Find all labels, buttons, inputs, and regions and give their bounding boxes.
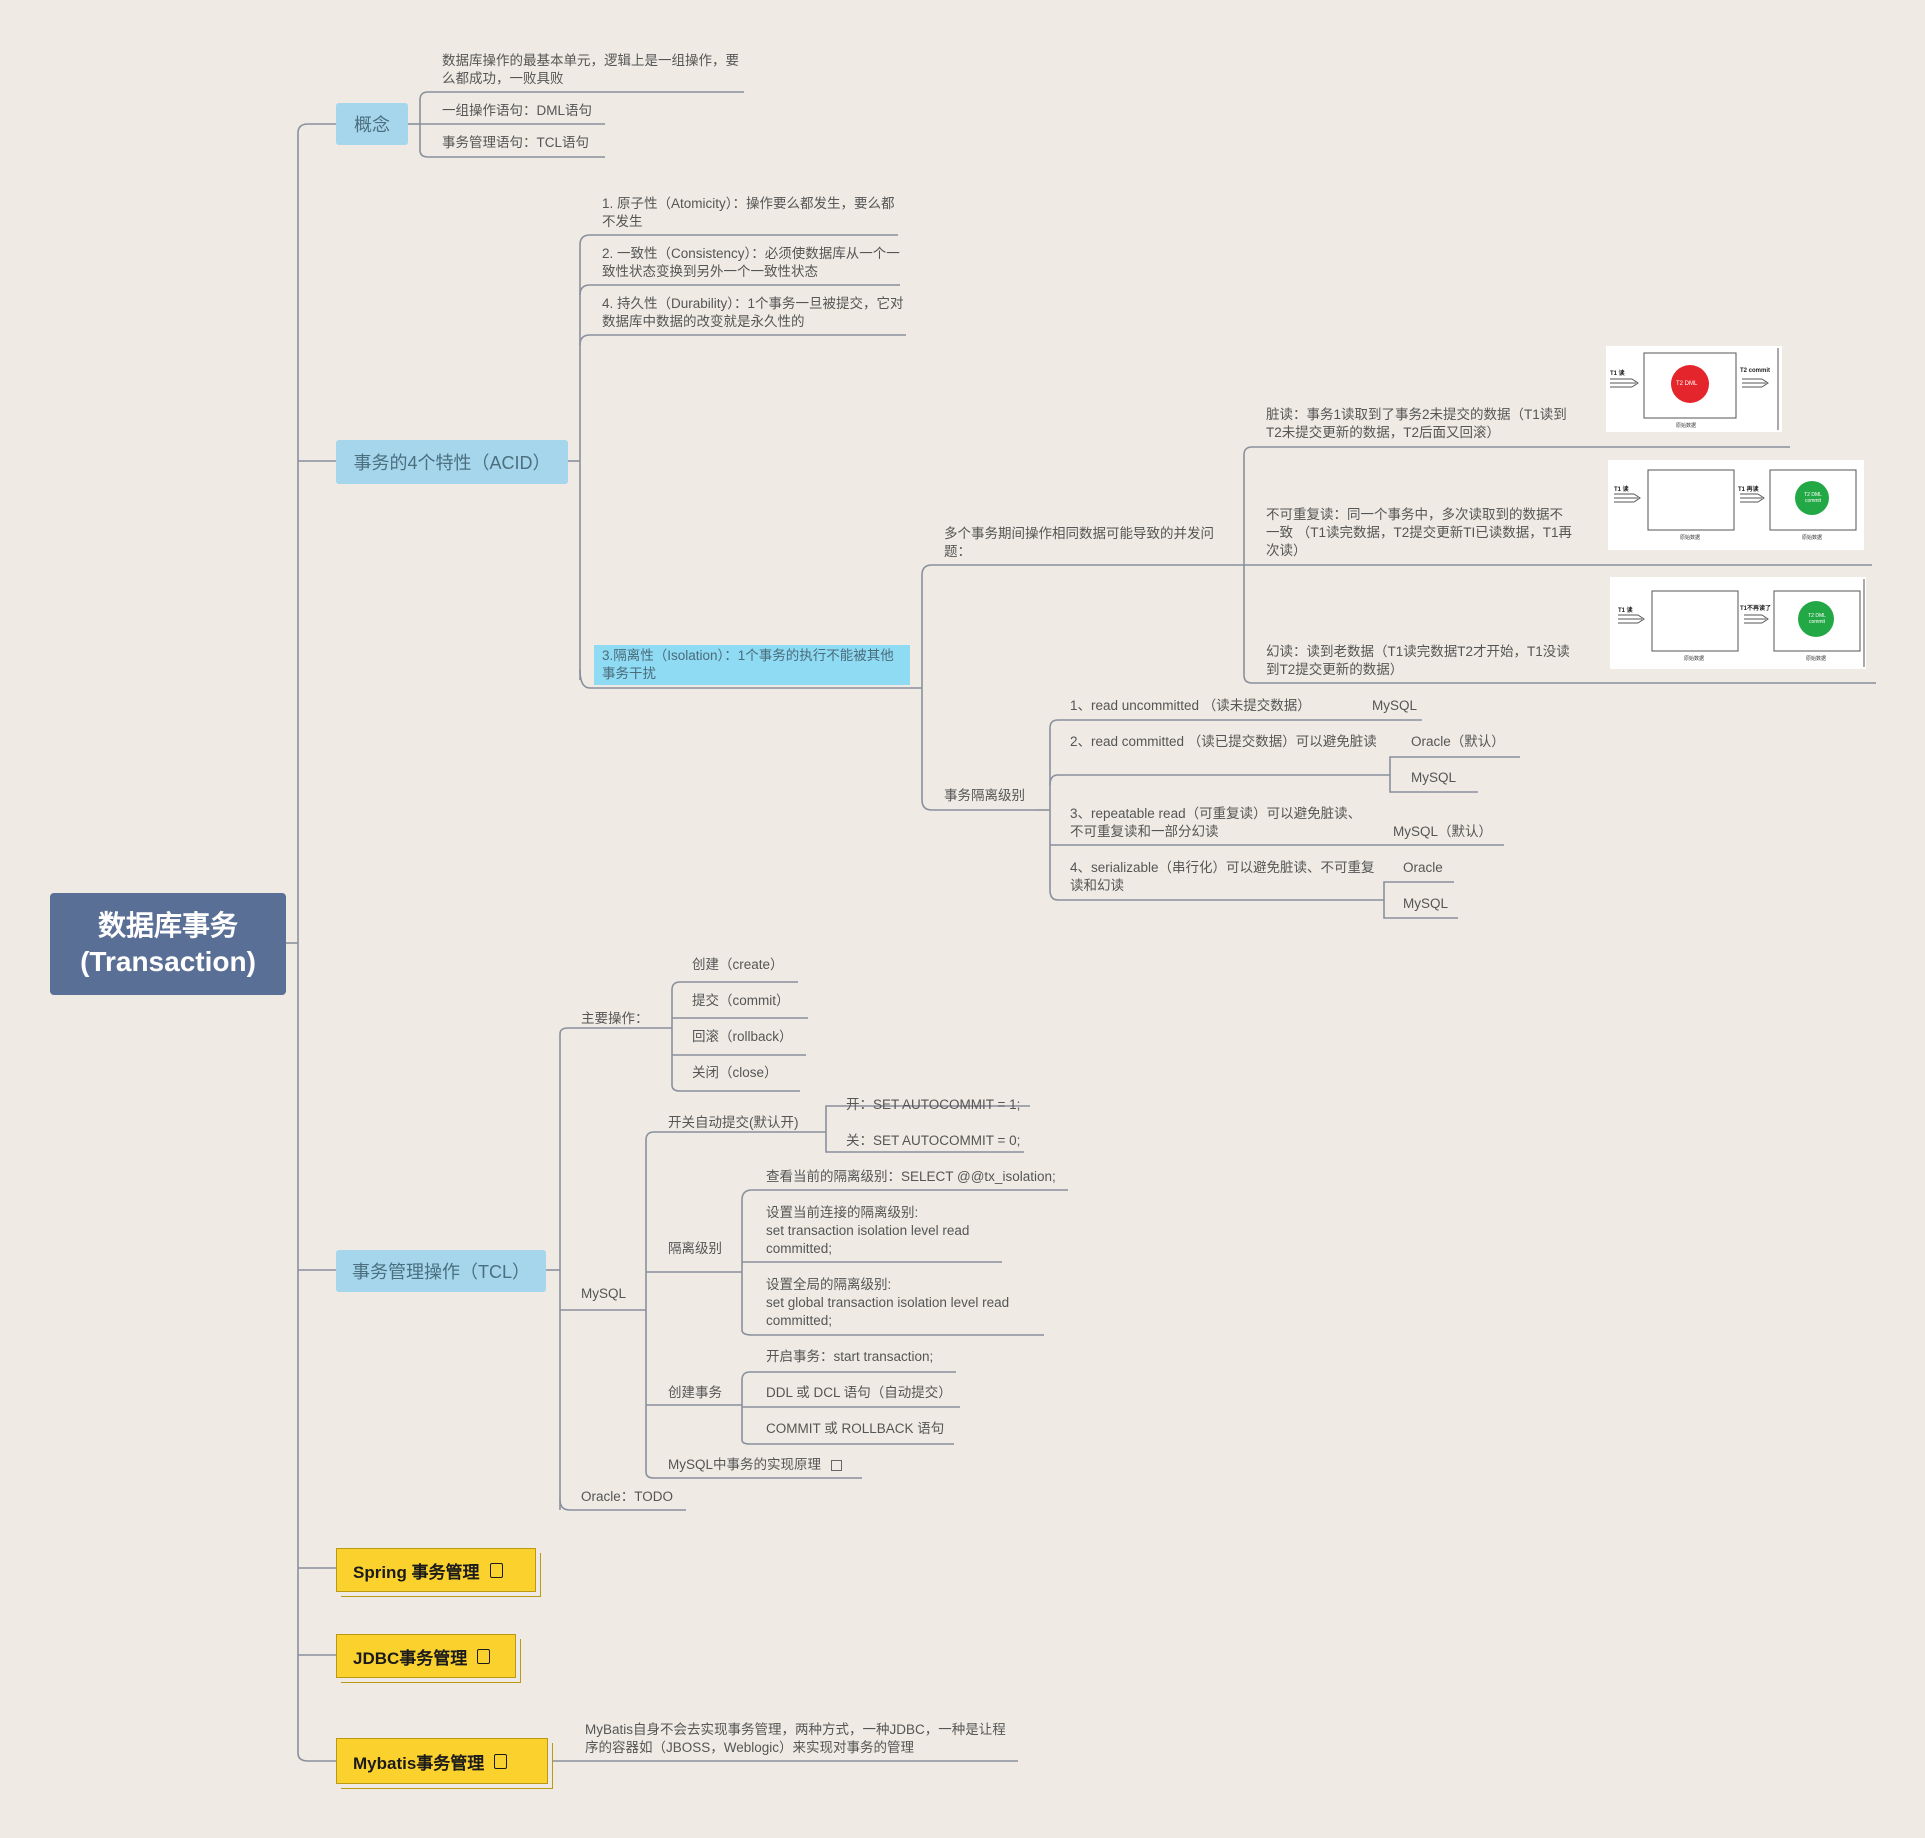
dirty-t2-label: T2 commit	[1740, 368, 1771, 374]
set-global-isolation: 设置全局的隔离级别: set global transaction isolat…	[766, 1277, 1010, 1328]
set-session-isolation: 设置当前连接的隔离级别: set transaction isolation l…	[766, 1205, 970, 1256]
mysql-branch: MySQL	[581, 1286, 627, 1301]
nonrepeatable-read: 不可重复读：同一个事务中，多次读取到的数据不一致 （T1读完数据，T2提交更新T…	[1266, 507, 1573, 558]
topic-concept[interactable]: 概念	[336, 103, 408, 145]
mysql-principle-label: MySQL中事务的实现原理	[668, 1457, 822, 1472]
note-icon[interactable]	[494, 1753, 508, 1769]
phantom-read-image: T1 读 T1不再读了 T2 DML commit 原始数据 原始数据	[1610, 577, 1866, 669]
autocommit-off: 关：SET AUTOCOMMIT = 0;	[846, 1133, 1021, 1148]
topic-acid[interactable]: 事务的4个特性（ACID）	[336, 440, 568, 484]
topic-mybatis-label: Mybatis事务管理	[353, 1753, 485, 1773]
level-repeatable-read: 3、repeatable read（可重复读）可以避免脏读、不可重复读和一部分幻…	[1070, 806, 1362, 839]
dirty-read-image: T1 读 T2 commit T2 DML 原始数据	[1606, 346, 1782, 432]
acid-isolation[interactable]: 3.隔离性（Isolation）：1个事务的执行不能被其他事务干扰	[602, 648, 894, 681]
isolation-highlight	[594, 645, 910, 685]
phantom-read: 幻读：读到老数据（T1读完数据T2才开始，T1没读到T2提交更新的数据）	[1266, 644, 1570, 677]
nonrep-t2-label: T1 再读	[1738, 487, 1759, 493]
start-transaction: 开启事务：start transaction;	[766, 1349, 934, 1364]
dirty-circle-label: T2 DML	[1676, 381, 1698, 387]
nonrep-caption-1: 原始数据	[1680, 535, 1701, 541]
main-operations: 主要操作：	[581, 1011, 649, 1026]
topic-jdbc[interactable]: JDBC事务管理	[336, 1634, 516, 1678]
commit-rollback-statement: COMMIT 或 ROLLBACK 语句	[766, 1421, 945, 1436]
concept-tcl: 事务管理语句：TCL语句	[442, 135, 590, 150]
topic-jdbc-label: JDBC事务管理	[353, 1648, 468, 1668]
phantom-circle-label: T2 DML commit	[1808, 613, 1826, 625]
topic-mybatis[interactable]: Mybatis事务管理	[336, 1738, 548, 1784]
op-close: 关闭（close）	[692, 1065, 778, 1080]
nonrepeatable-image: T1 读 T1 再读 T2 DML commit 原始数据 原始数据	[1608, 460, 1864, 550]
external-link-icon[interactable]	[831, 1459, 843, 1471]
level-serializable: 4、serializable（串行化）可以避免脏读、不可重复读和幻读	[1070, 860, 1375, 893]
acid-consistency: 2. 一致性（Consistency）：必须使数据库从一个一致性状态变换到另外一…	[602, 246, 900, 279]
topic-spring-label: Spring 事务管理	[353, 1562, 480, 1582]
level-2-mysql: MySQL	[1411, 770, 1457, 785]
concept-dml: 一组操作语句：DML语句	[442, 103, 593, 118]
mysql-principle-link[interactable]: MySQL中事务的实现原理	[668, 1456, 843, 1474]
acid-atomicity: 1. 原子性（Atomicity）：操作要么都发生，要么都不发生	[602, 196, 895, 229]
level-2-oracle: Oracle（默认）	[1411, 734, 1505, 749]
mysql-isolation: 隔离级别	[668, 1241, 722, 1256]
concurrency-problems: 多个事务期间操作相同数据可能导致的并发问题：	[944, 526, 1214, 559]
level-3-mysql: MySQL（默认）	[1393, 824, 1493, 839]
topic-tcl[interactable]: 事务管理操作（TCL）	[336, 1250, 546, 1292]
level-4-oracle: Oracle	[1403, 860, 1443, 875]
topic-spring[interactable]: Spring 事务管理	[336, 1548, 536, 1592]
note-icon[interactable]	[477, 1648, 491, 1664]
acid-durability: 4. 持久性（Durability）：1个事务一旦被提交，它对数据库中数据的改变…	[602, 296, 904, 329]
topic-concept-label: 概念	[354, 115, 390, 135]
phantom-t2-label: T1不再读了	[1740, 606, 1772, 612]
root-subtitle: (Transaction)	[80, 946, 256, 977]
oracle-todo: Oracle：TODO	[581, 1489, 674, 1504]
phantom-caption-2: 原始数据	[1806, 656, 1827, 662]
phantom-caption-1: 原始数据	[1684, 656, 1705, 662]
create-transaction: 创建事务	[668, 1385, 722, 1400]
topic-acid-label: 事务的4个特性（ACID）	[353, 453, 551, 473]
note-icon[interactable]	[489, 1562, 503, 1578]
op-commit: 提交（commit）	[692, 993, 790, 1008]
autocommit-on: 开：SET AUTOCOMMIT = 1;	[846, 1097, 1021, 1112]
dirty-caption: 原始数据	[1676, 423, 1697, 429]
phantom-t1-label: T1 读	[1618, 608, 1633, 614]
nonrep-t1-label: T1 读	[1614, 487, 1629, 493]
view-isolation: 查看当前的隔离级别：SELECT @@tx_isolation;	[766, 1169, 1056, 1184]
level-4-mysql: MySQL	[1403, 896, 1449, 911]
nonrep-caption-2: 原始数据	[1802, 535, 1823, 541]
nonrep-circle-label: T2 DML commit	[1804, 492, 1822, 504]
level-read-committed: 2、read committed （读已提交数据）可以避免脏读	[1070, 734, 1377, 749]
op-rollback: 回滚（rollback）	[692, 1029, 793, 1044]
dirty-read: 脏读：事务1读取到了事务2未提交的数据（T1读到T2未提交更新的数据，T2后面又…	[1266, 407, 1567, 440]
ddl-dcl-autocommit: DDL 或 DCL 语句（自动提交）	[766, 1385, 952, 1400]
dirty-t1-label: T1 读	[1610, 371, 1625, 377]
level-1-mysql: MySQL	[1372, 698, 1418, 713]
root-title: 数据库事务	[97, 910, 238, 941]
level-read-uncommitted: 1、read uncommitted （读未提交数据）	[1070, 698, 1311, 713]
topic-tcl-label: 事务管理操作（TCL）	[351, 1262, 530, 1282]
op-create: 创建（create）	[692, 957, 784, 972]
concept-definition: 数据库操作的最基本单元，逻辑上是一组操作，要么都成功，一败具败	[442, 53, 739, 86]
autocommit-toggle: 开关自动提交(默认开)	[668, 1115, 799, 1130]
root-topic[interactable]: 数据库事务 (Transaction)	[50, 893, 286, 995]
mybatis-note: MyBatis自身不会去实现事务管理，两种方式，一种JDBC，一种是让程序的容器…	[585, 1722, 1006, 1755]
isolation-levels: 事务隔离级别	[944, 788, 1025, 803]
